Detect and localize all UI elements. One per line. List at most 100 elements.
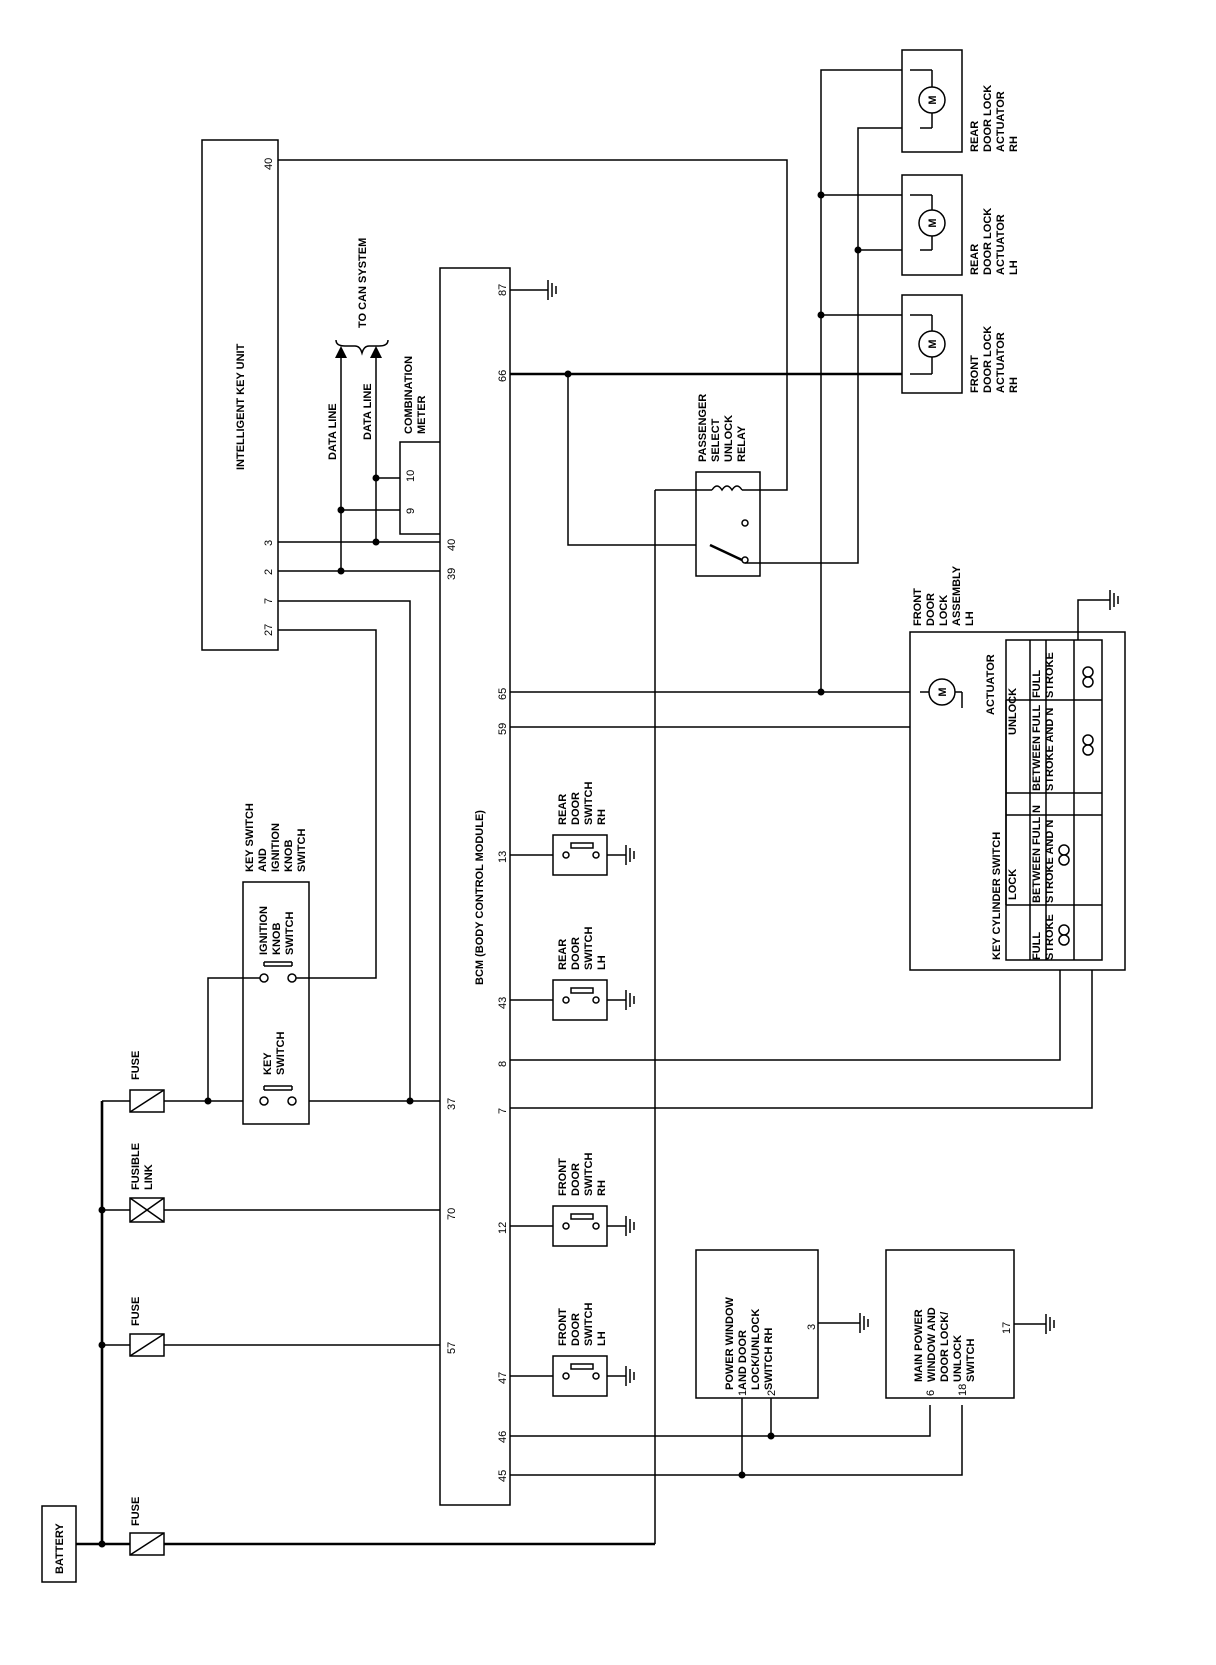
svg-text:FULL: FULL — [1031, 932, 1043, 960]
svg-text:SELECT: SELECT — [710, 418, 722, 462]
svg-text:FUSE: FUSE — [130, 1051, 142, 1080]
front-door-switch-rh: FRONT DOOR SWITCH RH — [510, 1153, 635, 1247]
fuse-37: FUSE — [102, 1051, 165, 1113]
svg-text:8: 8 — [497, 1061, 509, 1067]
svg-text:KNOB: KNOB — [283, 840, 295, 872]
svg-text:40: 40 — [446, 539, 458, 551]
svg-text:SWITCH: SWITCH — [583, 1153, 595, 1196]
svg-text:KEY: KEY — [262, 1052, 274, 1075]
svg-text:SWITCH: SWITCH — [583, 1303, 595, 1346]
intelligent-key-unit: INTELLIGENT KEY UNIT 40 3 2 7 27 — [201, 139, 279, 651]
rear-door-switch-rh: REAR DOOR SWITCH RH — [510, 782, 635, 876]
battery-label: BATTERY — [54, 1523, 66, 1574]
svg-text:UNLOCK: UNLOCK — [952, 1335, 964, 1382]
svg-text:METER: METER — [416, 395, 428, 434]
svg-text:2: 2 — [766, 1390, 778, 1396]
passenger-select-unlock-relay: PASSENGER SELECT UNLOCK RELAY — [695, 394, 761, 577]
svg-text:17: 17 — [1001, 1322, 1013, 1334]
power-window-switch-rh: POWER WINDOW AND DOOR LOCK/UNLOCK SWITCH… — [695, 1249, 869, 1399]
svg-text:43: 43 — [497, 997, 509, 1009]
svg-text:18: 18 — [957, 1384, 969, 1396]
svg-text:KEY CYLINDER SWITCH: KEY CYLINDER SWITCH — [991, 832, 1003, 960]
svg-text:DOOR: DOOR — [570, 1313, 582, 1346]
battery: BATTERY — [41, 1505, 77, 1583]
svg-text:DOOR: DOOR — [925, 593, 937, 626]
svg-text:SWITCH: SWITCH — [583, 927, 595, 970]
svg-text:FRONT: FRONT — [969, 355, 981, 393]
svg-text:3: 3 — [263, 540, 275, 546]
svg-text:ACTUATOR: ACTUATOR — [985, 654, 997, 715]
svg-text:MAIN POWER: MAIN POWER — [913, 1309, 925, 1382]
main-power-window-switch: MAIN POWER WINDOW AND DOOR LOCK/ UNLOCK … — [885, 1249, 1055, 1399]
data-line-2-label: DATA LINE — [362, 383, 374, 440]
can-system-label: TO CAN SYSTEM — [357, 238, 369, 328]
svg-text:M: M — [927, 218, 939, 227]
svg-text:M: M — [927, 95, 939, 104]
svg-text:FUSIBLE: FUSIBLE — [130, 1143, 142, 1190]
key-switch-assembly: KEY SWITCH AND IGNITION KNOB SWITCH KEY … — [242, 803, 310, 1125]
svg-text:45: 45 — [497, 1470, 509, 1482]
rear-door-switch-lh: REAR DOOR SWITCH LH — [510, 927, 635, 1021]
svg-text:REAR: REAR — [969, 244, 981, 275]
svg-text:FUSE: FUSE — [130, 1497, 142, 1526]
ignition-knob-switch: IGNITION KNOB SWITCH — [258, 906, 297, 983]
svg-text:FRONT: FRONT — [557, 1158, 569, 1196]
svg-text:9: 9 — [405, 508, 417, 514]
front-door-lock-assembly-lh: FRONT DOOR LOCK ASSEMBLY LH M ACTUATOR K… — [909, 565, 1126, 971]
svg-text:LOCK: LOCK — [1007, 869, 1019, 900]
svg-text:N: N — [1031, 805, 1043, 813]
svg-text:DOOR: DOOR — [570, 937, 582, 970]
svg-text:REAR: REAR — [969, 121, 981, 152]
svg-text:46: 46 — [497, 1431, 509, 1443]
front-door-lock-actuator-rh: M FRONT DOOR LOCK ACTUATOR RH — [901, 294, 1020, 394]
rear-door-lock-actuator-lh: M REAR DOOR LOCK ACTUATOR LH — [901, 174, 1020, 276]
svg-text:REAR: REAR — [557, 939, 569, 970]
svg-text:DOOR LOCK: DOOR LOCK — [982, 326, 994, 393]
svg-text:DOOR: DOOR — [570, 792, 582, 825]
svg-text:RH: RH — [1008, 377, 1020, 393]
svg-text:LH: LH — [596, 955, 608, 970]
svg-text:39: 39 — [446, 568, 458, 580]
svg-text:40: 40 — [263, 158, 275, 170]
svg-text:FULL: FULL — [1031, 670, 1043, 698]
combination-meter: 9 10 COMBINATION METER — [399, 356, 445, 535]
bcm: BCM (BODY CONTROL MODULE) 40 39 37 70 57… — [439, 267, 511, 1506]
svg-text:STROKE: STROKE — [1044, 914, 1056, 960]
svg-text:DOOR LOCK: DOOR LOCK — [982, 208, 994, 275]
svg-text:27: 27 — [263, 624, 275, 636]
ground-87 — [547, 280, 557, 300]
svg-text:ACTUATOR: ACTUATOR — [995, 91, 1007, 152]
svg-text:ACTUATOR: ACTUATOR — [995, 214, 1007, 275]
front-door-switch-lh: FRONT DOOR SWITCH LH — [510, 1303, 635, 1397]
svg-text:REAR: REAR — [557, 794, 569, 825]
key-switch: KEY SWITCH — [259, 1032, 297, 1106]
svg-text:65: 65 — [497, 688, 509, 700]
svg-text:DOOR LOCK: DOOR LOCK — [982, 85, 994, 152]
svg-text:COMBINATION: COMBINATION — [403, 356, 415, 434]
svg-text:KEY SWITCH: KEY SWITCH — [244, 803, 256, 872]
svg-text:70: 70 — [446, 1208, 458, 1220]
svg-text:LINK: LINK — [143, 1164, 155, 1190]
svg-text:SWITCH: SWITCH — [296, 829, 308, 872]
svg-text:2: 2 — [263, 569, 275, 575]
svg-text:LH: LH — [964, 611, 976, 626]
svg-text:FUSE: FUSE — [130, 1297, 142, 1326]
fuse-bottom: FUSE — [102, 1497, 165, 1556]
svg-text:13: 13 — [497, 851, 509, 863]
svg-text:57: 57 — [446, 1342, 458, 1354]
svg-text:STROKE AND N: STROKE AND N — [1044, 820, 1056, 903]
svg-text:SWITCH: SWITCH — [275, 1032, 287, 1075]
svg-text:ACTUATOR: ACTUATOR — [995, 332, 1007, 393]
svg-text:RH: RH — [1008, 136, 1020, 152]
svg-text:AND DOOR: AND DOOR — [737, 1330, 749, 1390]
svg-text:M: M — [937, 687, 949, 696]
svg-text:RH: RH — [596, 1180, 608, 1196]
svg-text:LH: LH — [1008, 260, 1020, 275]
svg-text:37: 37 — [446, 1098, 458, 1110]
svg-text:POWER WINDOW: POWER WINDOW — [724, 1297, 736, 1390]
svg-text:47: 47 — [497, 1372, 509, 1384]
data-line-1-label: DATA LINE — [327, 403, 339, 460]
svg-text:DOOR LOCK/: DOOR LOCK/ — [939, 1312, 951, 1382]
